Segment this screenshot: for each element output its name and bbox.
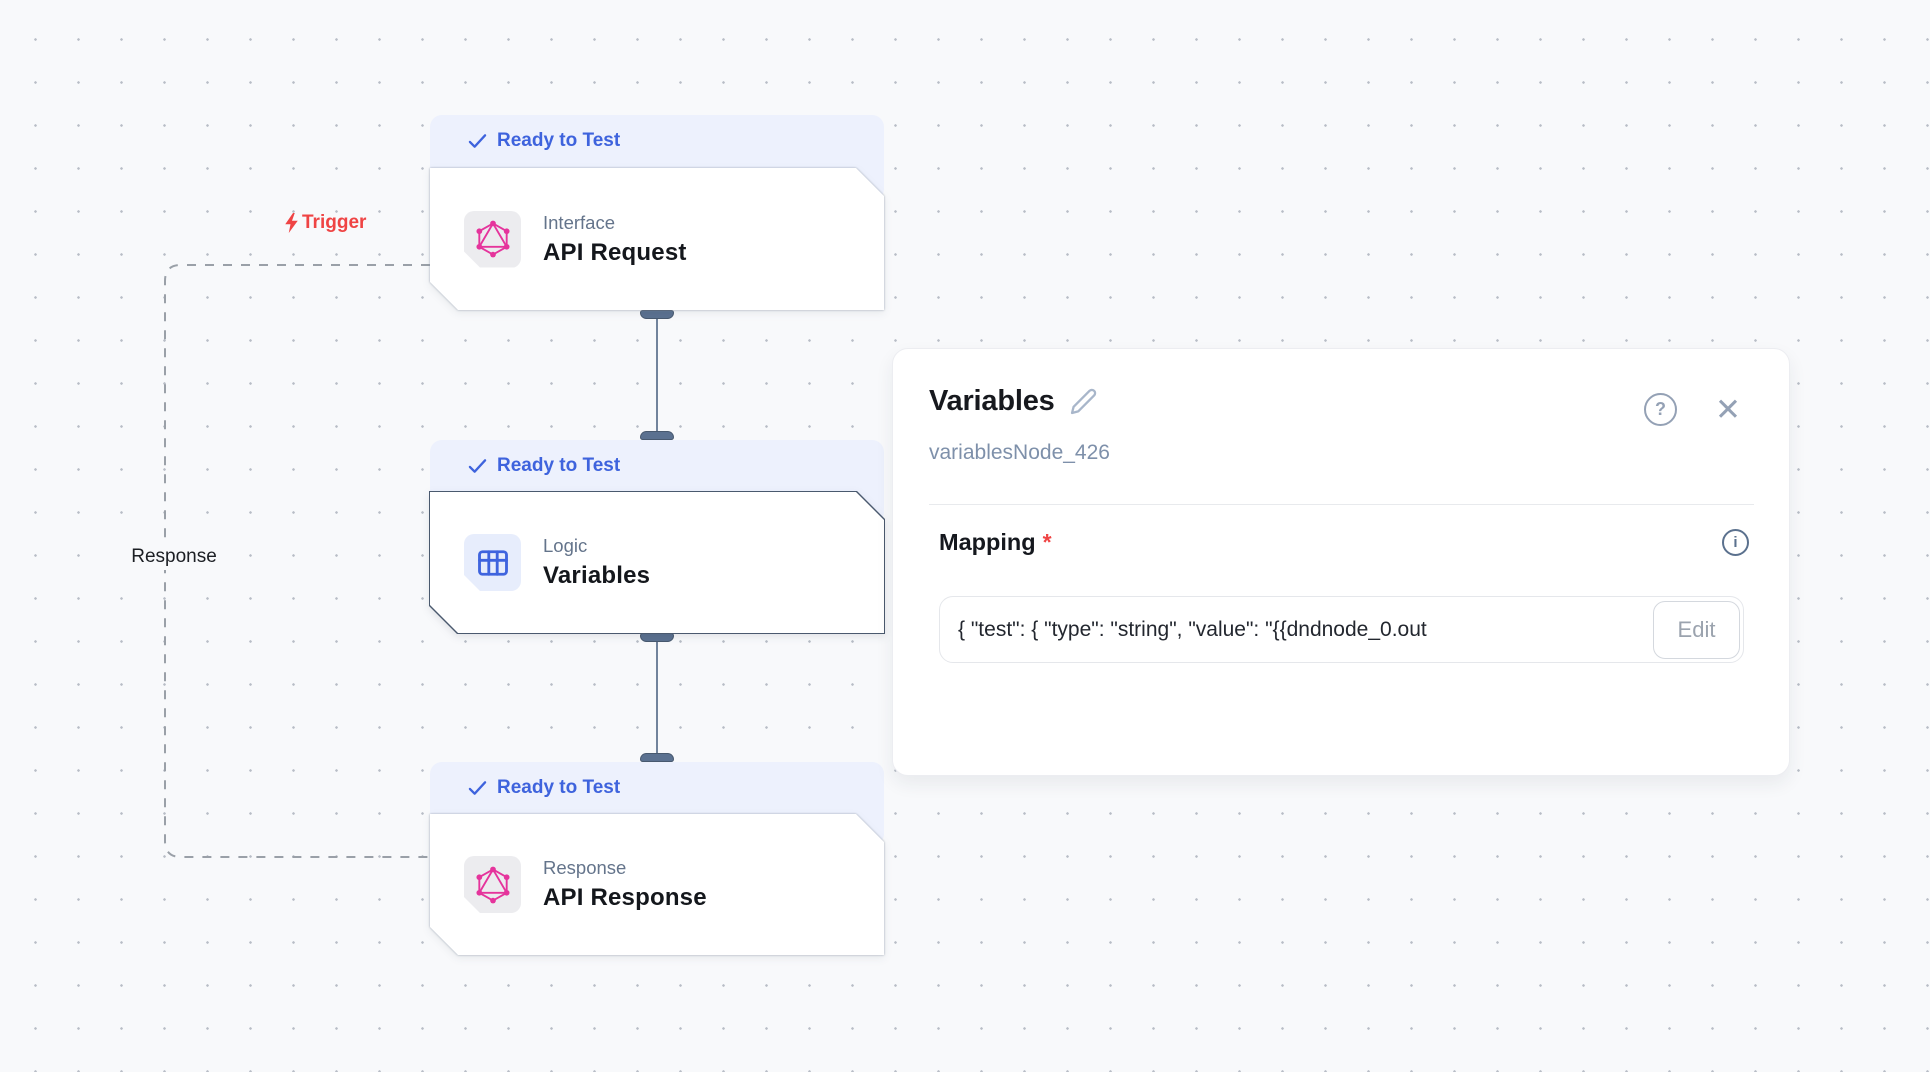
edit-mapping-button[interactable]: Edit xyxy=(1653,601,1740,659)
info-icon-glyph: i xyxy=(1733,534,1738,551)
trigger-edge-label: Trigger xyxy=(283,212,366,234)
mapping-field-label: Mapping xyxy=(939,529,1036,555)
panel-divider xyxy=(929,504,1754,505)
source-handle-api-request[interactable] xyxy=(640,310,674,319)
mapping-value-text: { "test": { "type": "string", "value": "… xyxy=(958,618,1427,641)
close-icon[interactable]: ✕ xyxy=(1715,392,1741,427)
node-status-text: Ready to Test xyxy=(497,455,621,476)
node-api-response[interactable]: Ready to Test Response API Respon xyxy=(430,762,884,955)
help-icon[interactable]: ? xyxy=(1644,393,1678,426)
node-category: Logic xyxy=(543,535,588,556)
node-icon-container xyxy=(464,211,521,268)
help-icon-glyph: ? xyxy=(1655,399,1667,419)
trigger-edge-label-text: Trigger xyxy=(302,212,367,233)
response-edge-label: Response xyxy=(108,544,240,570)
node-status-text: Ready to Test xyxy=(497,777,621,798)
table-icon xyxy=(475,545,511,581)
panel-node-id: variablesNode_426 xyxy=(929,441,1110,464)
mapping-value-field[interactable]: { "test": { "type": "string", "value": "… xyxy=(939,596,1744,663)
lightning-bolt-icon xyxy=(285,213,298,233)
node-api-request[interactable]: Ready to Test Interface API Reque xyxy=(430,115,884,310)
node-title: API Response xyxy=(543,884,707,911)
required-asterisk: * xyxy=(1042,529,1052,555)
info-icon[interactable]: i xyxy=(1722,529,1749,556)
source-handle-variables[interactable] xyxy=(640,633,674,642)
node-icon-container xyxy=(464,534,521,591)
edge-request-to-variables[interactable] xyxy=(656,312,658,434)
panel-title: Variables xyxy=(929,385,1055,417)
check-icon xyxy=(468,781,487,795)
node-title: API Request xyxy=(543,238,687,266)
node-variables[interactable]: Ready to Test Logic Variables xyxy=(430,440,884,634)
target-handle-api-response[interactable] xyxy=(640,753,674,762)
node-status-text: Ready to Test xyxy=(497,130,621,151)
check-icon xyxy=(468,459,487,473)
edit-pencil-icon[interactable] xyxy=(1069,387,1098,416)
check-icon xyxy=(468,134,487,148)
node-category: Response xyxy=(543,857,627,878)
node-config-panel: Variables ? ✕ variablesNode_426 Mapping … xyxy=(892,348,1790,776)
node-category: Interface xyxy=(543,211,615,233)
graphql-icon xyxy=(474,866,512,904)
target-handle-variables[interactable] xyxy=(640,431,674,440)
graphql-icon xyxy=(474,220,512,258)
edge-variables-to-response[interactable] xyxy=(656,636,658,756)
node-icon-container xyxy=(464,856,521,913)
node-title: Variables xyxy=(543,562,651,589)
